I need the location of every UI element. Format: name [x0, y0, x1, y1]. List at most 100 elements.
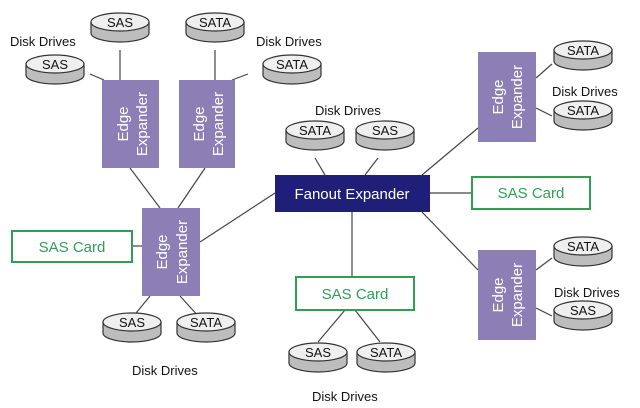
disk-label: SAS	[119, 315, 145, 330]
disk-drives-label: Disk Drives	[132, 363, 198, 378]
disk-drive: SATA	[553, 100, 613, 131]
edge-expander-label: Expander	[509, 65, 526, 129]
link-edge5-disk-bottom	[535, 307, 553, 317]
edge-expander-3: Edge Expander	[142, 208, 200, 296]
disk-top	[553, 100, 613, 120]
disk-top	[553, 300, 613, 320]
disk-top	[176, 312, 236, 332]
edge-expander-label: Expander	[509, 263, 526, 327]
disk-label: SATA	[199, 15, 231, 30]
disk-drives-label: Disk Drives	[256, 34, 322, 49]
link-fanout-disk-right	[364, 157, 379, 176]
sas-card-label: SAS Card	[498, 185, 565, 202]
disk-drives-label: Disk Drives	[552, 84, 618, 99]
disk-drive: SATA	[176, 312, 236, 343]
edge-expander-label: Edge	[154, 234, 171, 269]
disk-drives-label: Disk Drives	[554, 285, 620, 300]
disk-label: SATA	[190, 315, 222, 330]
link-edge2-to-edge3	[177, 167, 206, 209]
disk-top	[288, 342, 348, 362]
link-edge1-to-edge3	[129, 167, 161, 209]
disk-drive: SAS	[90, 12, 150, 43]
disk-top	[90, 12, 150, 32]
fanout-expander-label: Fanout Expander	[294, 186, 409, 203]
sas-card-right: SAS Card	[471, 176, 591, 210]
link-sata-disk-right	[231, 73, 249, 81]
disk-top	[185, 12, 245, 32]
disk-label: SATA	[567, 103, 599, 118]
disk-drive: SAS	[25, 54, 85, 85]
sas-card-bottom: SAS Card	[295, 276, 415, 311]
disk-drive: SAS	[102, 312, 162, 343]
edge-expander-box	[179, 80, 235, 168]
disk-top	[355, 120, 415, 140]
connection-lines	[89, 50, 553, 343]
edge-expander-box	[102, 80, 159, 168]
fanout-expander-box	[275, 175, 430, 212]
disk-top	[25, 54, 85, 74]
edge-expander-label: Expander	[174, 220, 191, 284]
link-fanout-to-edge4	[421, 127, 479, 176]
disk-drive: SATA	[262, 54, 322, 85]
disk-top	[553, 40, 613, 60]
edge-expander-label: Edge	[490, 277, 507, 312]
disk-drive: SATA	[356, 342, 416, 373]
disk-label: SATA	[567, 239, 599, 254]
edge-expander-label: Expander	[210, 92, 227, 156]
link-card-disk-left	[317, 309, 346, 343]
fanout-expander: Fanout Expander	[275, 175, 430, 212]
link-edge4-disk-bottom	[535, 107, 553, 117]
disk-label: SAS	[570, 303, 596, 318]
link-edge3-to-fanout	[199, 192, 276, 243]
disk-label: SATA	[567, 43, 599, 58]
link-card-disk-right	[354, 309, 381, 343]
sas-card-label: SAS Card	[322, 286, 389, 303]
disk-label: SAS	[305, 345, 331, 360]
disk-drive: SATA	[185, 12, 245, 43]
sas-card-left: SAS Card	[11, 230, 133, 263]
disk-drive: SAS	[355, 120, 415, 151]
sas-card-label: SAS Card	[39, 239, 106, 256]
disk-drives-label: Disk Drives	[315, 103, 381, 118]
disk-drive: SATA	[553, 236, 613, 267]
disk-drive: SAS	[553, 300, 613, 331]
disk-top	[262, 54, 322, 74]
edge-expander-1: Edge Expander	[102, 80, 159, 168]
disk-label: SATA	[276, 57, 308, 72]
disk-top	[102, 312, 162, 332]
link-fanout-to-edge5	[421, 211, 479, 271]
disk-group-labels: Disk Drives Disk Drives Disk Drives Disk…	[10, 34, 620, 404]
disk-drive: SATA	[285, 120, 345, 151]
edge-expander-label: Expander	[134, 92, 151, 156]
sas-card-box	[295, 276, 415, 311]
disk-label: SAS	[372, 123, 398, 138]
disk-drives-label: Disk Drives	[10, 34, 76, 49]
disk-label: SATA	[370, 345, 402, 360]
edge-expander-box	[478, 52, 536, 142]
disk-drives-label: Disk Drives	[312, 389, 378, 404]
disk-label: SAS	[107, 15, 133, 30]
link-edge5-disk-top	[535, 257, 553, 271]
disk-label: SATA	[299, 123, 331, 138]
disk-top	[285, 120, 345, 140]
sas-card-box	[11, 230, 133, 263]
disk-drives: SAS SAS SATA SATA SATA SAS SATA SATA SAS SATA SAS S…	[25, 12, 613, 373]
edge-expander-5: Edge Expander	[478, 250, 536, 340]
disk-top	[356, 342, 416, 362]
link-fanout-disk-left	[314, 157, 326, 176]
edge-expander-label: Edge	[191, 106, 208, 141]
edge-expander-box	[478, 250, 536, 340]
disk-drive: SAS	[288, 342, 348, 373]
sas-card-box	[471, 176, 591, 210]
edge-expander-box	[142, 208, 200, 296]
edge-expander-label: Edge	[490, 79, 507, 114]
disk-top	[553, 236, 613, 256]
disk-drive: SATA	[553, 40, 613, 71]
disk-label: SAS	[42, 57, 68, 72]
link-edge4-disk-top	[535, 63, 553, 79]
edge-expander-label: Edge	[115, 106, 132, 141]
edge-expander-4: Edge Expander	[478, 52, 536, 142]
edge-expander-2: Edge Expander	[179, 80, 235, 168]
link-sas-disk-left	[89, 73, 105, 81]
